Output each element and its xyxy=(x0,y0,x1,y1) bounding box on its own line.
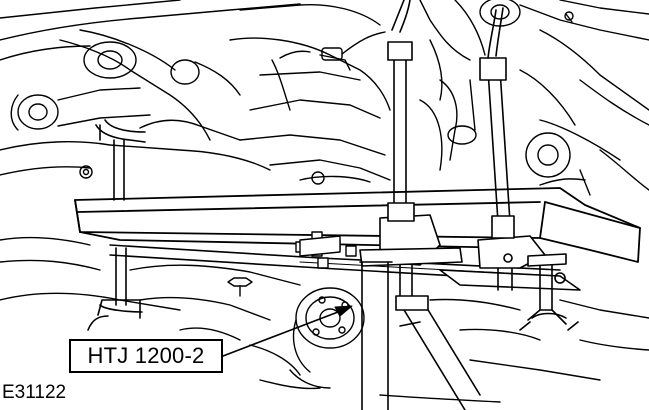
wing-nut-cluster xyxy=(227,231,357,297)
chassis-background xyxy=(0,0,649,196)
hanger-rods xyxy=(387,0,511,223)
callout-label-text: HTJ 1200-2 xyxy=(87,343,205,368)
figure-id-label: E31122 xyxy=(2,382,67,403)
tool-callout-label: HTJ 1200-2 xyxy=(69,339,223,373)
callout-leader xyxy=(222,305,353,357)
left-support-leg xyxy=(87,119,146,331)
right-clamp xyxy=(477,215,579,331)
center-clamp xyxy=(359,202,463,301)
hub-component xyxy=(289,287,365,389)
support-crossbeam xyxy=(74,187,641,263)
support-stand xyxy=(359,261,481,410)
lower-background xyxy=(0,236,649,403)
